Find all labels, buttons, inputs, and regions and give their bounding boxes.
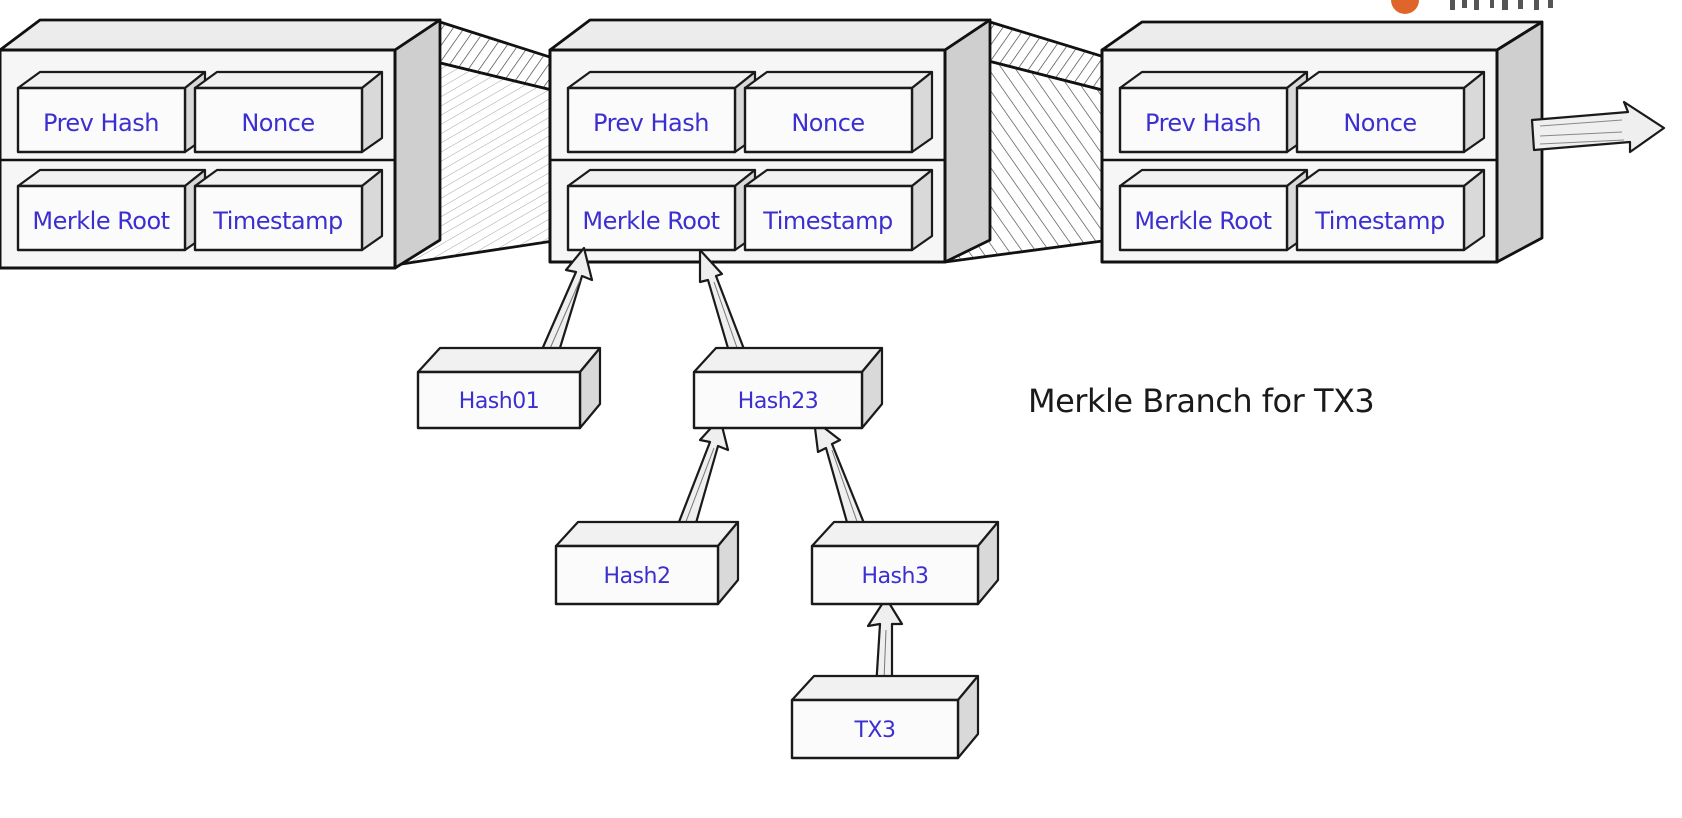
caption: Merkle Branch for TX3 bbox=[1028, 382, 1374, 420]
prev-hash-label: Prev Hash bbox=[43, 109, 159, 137]
node-hash01: Hash01 bbox=[416, 346, 602, 430]
block-2-timestamp-field: Timestamp bbox=[743, 168, 934, 252]
block-3-nonce-field: Nonce bbox=[1295, 70, 1486, 154]
block-1-merkle-root-field: Merkle Root bbox=[16, 168, 207, 252]
nonce-label: Nonce bbox=[791, 109, 864, 137]
arrow-tx3-to-hash3 bbox=[866, 596, 904, 690]
merkle-root-label: Merkle Root bbox=[582, 207, 719, 235]
nonce-label: Nonce bbox=[241, 109, 314, 137]
block-2: Prev Hash Nonce Merkle Root Timestamp bbox=[548, 18, 992, 264]
block-2-nonce-field: Nonce bbox=[743, 70, 934, 154]
block-3: Prev Hash Nonce Merkle Root Timestamp bbox=[1100, 20, 1544, 264]
logo-icon bbox=[1391, 0, 1553, 14]
node-hash23: Hash23 bbox=[692, 346, 884, 430]
merkle-root-label: Merkle Root bbox=[32, 207, 169, 235]
prev-hash-label: Prev Hash bbox=[1145, 109, 1261, 137]
block-1-prev-hash-field: Prev Hash bbox=[16, 70, 207, 154]
block-3-timestamp-field: Timestamp bbox=[1295, 168, 1486, 252]
timestamp-label: Timestamp bbox=[762, 207, 892, 235]
arrow-right-icon bbox=[1530, 100, 1666, 154]
node-hash2: Hash2 bbox=[554, 520, 740, 606]
prev-hash-label: Prev Hash bbox=[593, 109, 709, 137]
block-2-merkle-root-field: Merkle Root bbox=[566, 168, 757, 252]
hash23-label: Hash23 bbox=[738, 389, 818, 414]
block-3-merkle-root-field: Merkle Root bbox=[1118, 168, 1309, 252]
hash2-label: Hash2 bbox=[604, 564, 671, 589]
timestamp-label: Timestamp bbox=[1314, 207, 1444, 235]
node-hash3: Hash3 bbox=[810, 520, 1000, 606]
block-3-prev-hash-field: Prev Hash bbox=[1118, 70, 1309, 154]
merkle-root-label: Merkle Root bbox=[1134, 207, 1271, 235]
block-2-prev-hash-field: Prev Hash bbox=[566, 70, 757, 154]
block-1: Prev Hash Nonce Merkle Root Timestamp bbox=[0, 18, 442, 270]
hash3-label: Hash3 bbox=[862, 564, 929, 589]
block-1-timestamp-field: Timestamp bbox=[193, 168, 384, 252]
hash01-label: Hash01 bbox=[459, 389, 539, 414]
tx3-label: TX3 bbox=[853, 718, 895, 743]
block-1-nonce-field: Nonce bbox=[193, 70, 384, 154]
timestamp-label: Timestamp bbox=[212, 207, 342, 235]
nonce-label: Nonce bbox=[1343, 109, 1416, 137]
node-tx3: TX3 bbox=[790, 674, 980, 760]
